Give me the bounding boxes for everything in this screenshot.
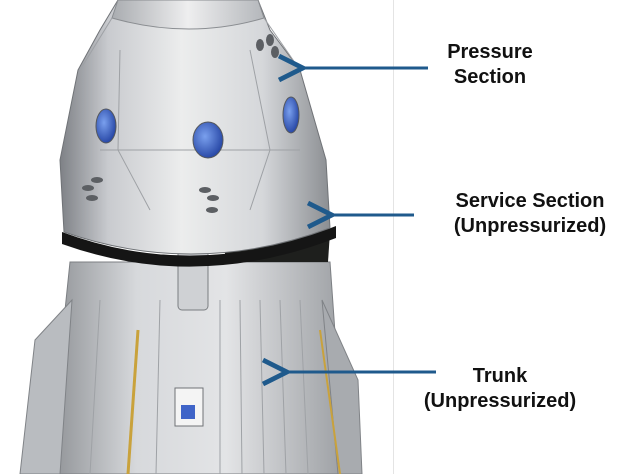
- trunk-left-fin: [19, 298, 73, 474]
- service-section-label: Service Section (Unpressurized): [425, 189, 632, 239]
- capsule-window-center: [192, 121, 224, 159]
- pressure-section-label: Pressure Section: [420, 40, 560, 90]
- trunk-label-line2: (Unpressurized): [423, 390, 577, 412]
- service-label-line1: Service Section: [455, 190, 605, 212]
- capsule-window-left: [95, 108, 117, 144]
- service-label-line2: (Unpressurized): [453, 215, 607, 237]
- pressure-label-line1: Pressure: [447, 41, 533, 63]
- trunk-section: [19, 245, 363, 474]
- capsule-panel-lines: [79, 17, 301, 211]
- capsule-thruster-ports: [82, 34, 279, 213]
- trunk-stripe-left: [126, 329, 140, 474]
- capsule-window-right: [282, 96, 300, 134]
- trunk-hatch-window: [181, 405, 195, 419]
- panel-divider: [393, 0, 394, 474]
- trunk-section-label: Trunk (Unpressurized): [395, 364, 605, 414]
- service-ring: [62, 226, 336, 267]
- capsule: [59, 0, 331, 255]
- trunk-ribs: [89, 299, 309, 474]
- trunk-label-line1: Trunk: [472, 365, 528, 387]
- pressure-label-line2: Section: [453, 66, 527, 88]
- nose-cap: [111, 0, 265, 30]
- trunk-stripe-right: [319, 329, 341, 474]
- callout-arrows: [287, 68, 436, 372]
